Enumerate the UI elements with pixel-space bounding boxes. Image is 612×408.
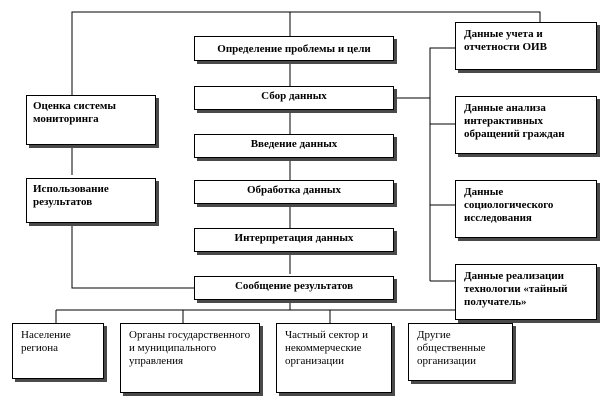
process-step-enter-data: Введение данных: [194, 134, 394, 158]
results-usage-box: Использование результатов: [26, 178, 156, 223]
recipient-box-population: Население региона: [12, 323, 104, 379]
monitoring-evaluation-box: Оценка системы мониторинга: [26, 95, 156, 145]
recipient-box-private-sector: Частный сектор и некоммерческие организа…: [276, 323, 392, 393]
process-step-process-data: Обработка данных: [194, 180, 394, 204]
recipient-box-public-organizations: Другие общественные организации: [408, 323, 513, 381]
process-step-report-results: Сообщение результатов: [194, 276, 394, 300]
usage-to-report-connector: [71, 221, 195, 289]
collect-to-sources-connector: [395, 47, 455, 99]
source-box-oiv-reporting: Данные учета и отчетности ОИВ: [455, 22, 597, 70]
top-loop-connector: [71, 11, 541, 101]
process-step-define-problem: Определение проблемы и цели: [194, 36, 394, 61]
recipient-box-government: Органы государственного и муниципального…: [120, 323, 260, 393]
source-box-citizen-requests: Данные анализа интерактивных обращений г…: [455, 96, 597, 154]
source-box-sociological-study: Данные социологического исследования: [455, 180, 597, 238]
source-box-secret-recipient: Данные реализации технологии «тайный пол…: [455, 264, 597, 320]
process-step-collect-data: Сбор данных: [194, 86, 394, 110]
process-step-interpret-data: Интерпретация данных: [194, 228, 394, 252]
